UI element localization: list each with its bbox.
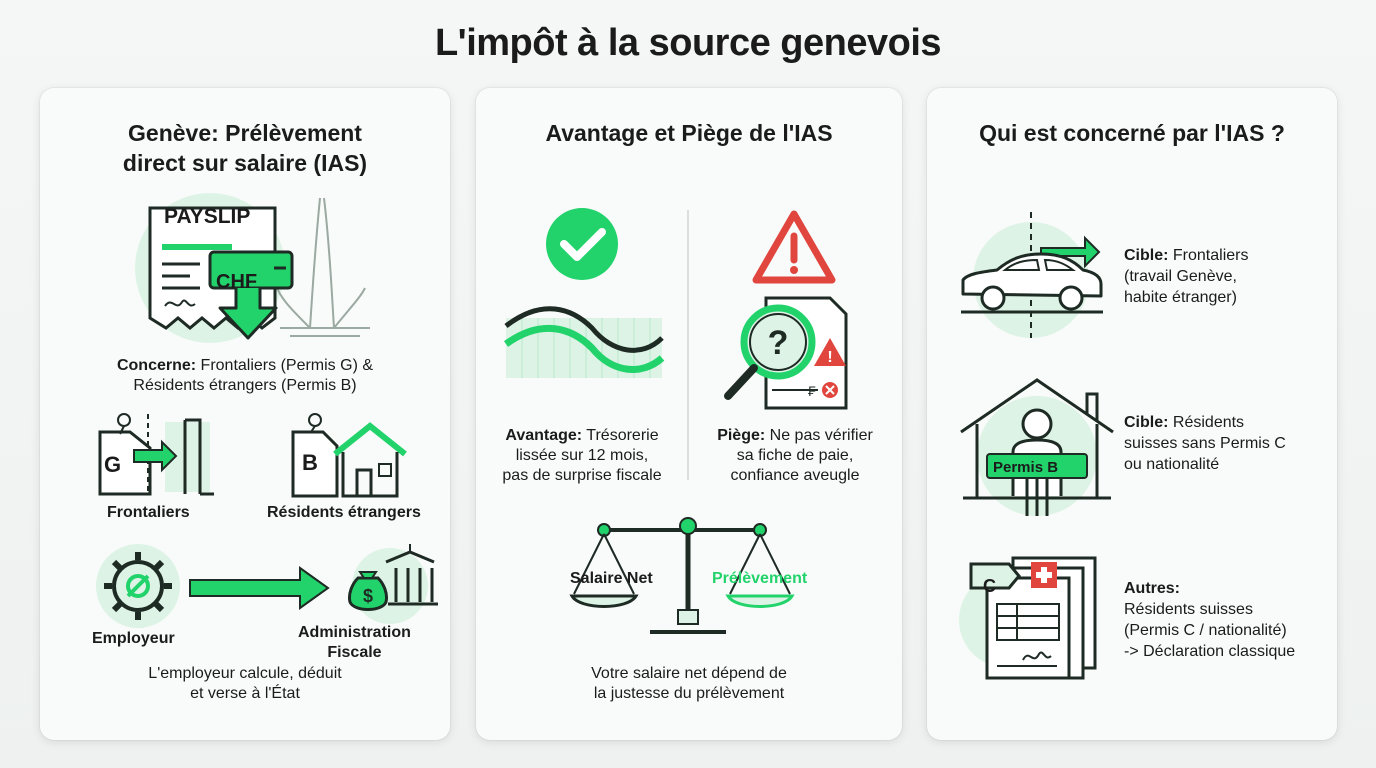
swiss-flag-icon <box>1031 562 1057 588</box>
panel1-footer-text: L'employeur calcule, déduit et verse à l… <box>148 665 342 702</box>
tax-office-icon: $ <box>348 544 438 611</box>
administration-label: Administration Fiscale <box>298 624 411 661</box>
resident-house-illustration <box>291 413 407 498</box>
payslip-label: PAYSLIP <box>164 205 251 228</box>
cible-residents-text: Cible: Résidents suisses sans Permis C o… <box>1124 414 1286 473</box>
residents-label: Résidents étrangers <box>267 504 421 521</box>
panel-title: Qui est concerné par l'IAS ? <box>979 120 1285 146</box>
panel-title: Avantage et Piège de l'IAS <box>545 120 833 146</box>
permis-c-tag: C <box>983 576 996 596</box>
svg-text:!: ! <box>827 349 832 366</box>
frontaliers-label: Frontaliers <box>107 504 190 521</box>
cible-frontaliers-text: Cible: Frontaliers (travail Genève, habi… <box>1124 247 1249 306</box>
salaire-net-label: Salaire Net <box>570 570 653 587</box>
payslip-illustration <box>135 193 370 343</box>
smoothing-wave-icon <box>503 306 665 378</box>
panel-title: Genève: Prélèvement direct sur salaire (… <box>122 120 368 176</box>
page-title: L'impôt à la source genevois <box>434 22 942 64</box>
avantage-text: Avantage: Trésorerie lissée sur 12 mois,… <box>502 427 662 484</box>
check-circle-icon <box>546 208 618 280</box>
permis-b-sign: Permis B <box>993 459 1059 476</box>
prelevement-label: Prélèvement <box>712 570 808 587</box>
gear-icon <box>104 552 172 620</box>
magnifier-icon: ? <box>724 304 816 400</box>
panel-ias-geneve: Genève: Prélèvement direct sur salaire (… <box>40 88 450 740</box>
svg-text:$: $ <box>363 586 373 606</box>
resident-permis-illustration <box>960 378 1114 516</box>
autres-text: Autres: Résidents suisses (Permis C / na… <box>1124 580 1296 660</box>
frontalier-illustration <box>98 413 214 496</box>
permis-b-tag: B <box>302 450 318 475</box>
declaration-documents-illustration <box>959 556 1097 680</box>
piege-illustration: ₣ ! ? <box>724 210 848 410</box>
employer-to-admin-illustration: $ <box>96 544 438 628</box>
divider <box>687 210 689 480</box>
svg-text:₣: ₣ <box>808 383 816 399</box>
balance-scale-icon <box>569 517 795 634</box>
warning-triangle-icon <box>752 210 836 284</box>
panel2-footer-text: Votre salaire net dépend de la justesse … <box>591 665 787 702</box>
piege-text: Piège: Ne pas vérifier sa fiche de paie,… <box>717 427 873 484</box>
panel-avantage-piege: Avantage et Piège de l'IAS <box>476 88 902 740</box>
employeur-label: Employeur <box>92 630 175 647</box>
chf-label: CHF <box>216 271 258 293</box>
car-border-illustration <box>961 212 1103 338</box>
car-icon <box>961 252 1103 314</box>
svg-text:?: ? <box>768 324 789 362</box>
avantage-illustration <box>503 208 665 378</box>
panel-qui-concerne: Qui est concerné par l'IAS ? Cible: Fron… <box>927 88 1337 740</box>
permis-g-tag: G <box>104 452 122 477</box>
concerne-text: Concerne: Frontaliers (Permis G) & Résid… <box>116 357 374 394</box>
payslip-icon <box>148 206 294 340</box>
